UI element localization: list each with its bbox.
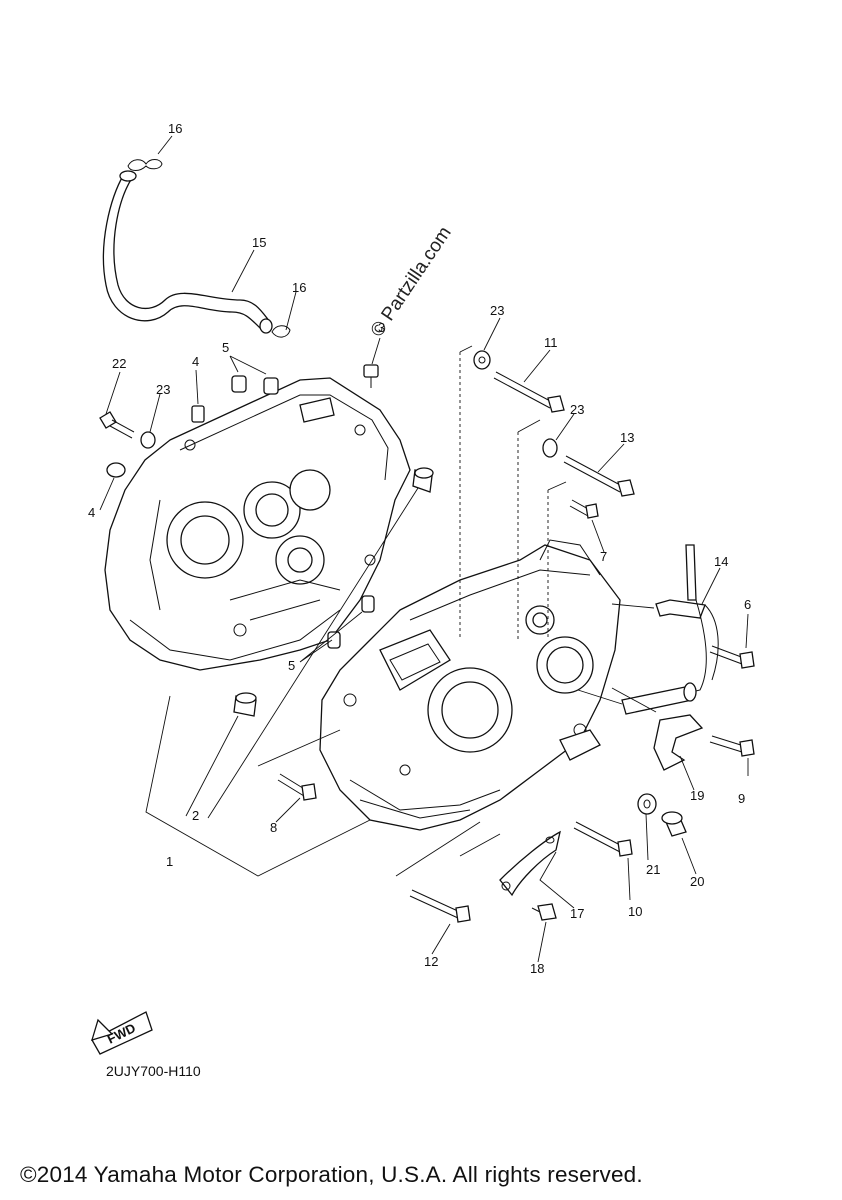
callout-2: 2 — [192, 808, 199, 823]
washer-23-top — [473, 350, 491, 370]
callout-15: 15 — [252, 235, 266, 250]
callout-3: 3 — [378, 320, 385, 335]
callout-11: 11 — [544, 335, 558, 350]
callout-10: 10 — [628, 904, 642, 919]
drain-bolt-20 — [661, 811, 687, 837]
callout-17: 17 — [570, 906, 584, 921]
callout-19: 19 — [690, 788, 704, 803]
dowel-pin-lower — [233, 692, 257, 717]
copyright-notice: ©2014 Yamaha Motor Corporation, U.S.A. A… — [20, 1162, 643, 1187]
plug-4-top — [191, 405, 205, 423]
dowels-set-5-top — [231, 375, 279, 395]
diagram-code: 2UJY700-H110 — [106, 1063, 201, 1079]
dowel-pin-upper — [412, 467, 434, 493]
breather-hose — [102, 170, 273, 334]
right-crankcase — [319, 539, 621, 831]
bolt-9 — [709, 735, 755, 757]
bracket-17 — [499, 830, 561, 897]
callout-14: 14 — [714, 554, 728, 569]
callout-18: 18 — [530, 961, 544, 976]
bracket-19 — [621, 682, 704, 771]
bolt-11 — [493, 371, 565, 413]
callout-7: 7 — [600, 549, 607, 564]
fwd-arrow-icon: FWD — [91, 1011, 153, 1055]
callout-6: 6 — [744, 597, 751, 612]
callout-20: 20 — [690, 874, 704, 889]
bolt-6 — [709, 645, 755, 669]
plug-4-left — [106, 462, 126, 478]
bolt-13 — [563, 455, 635, 497]
callout-16-top: 16 — [168, 121, 182, 136]
bolt-22 — [99, 411, 135, 439]
callout-23-mid: 23 — [570, 402, 584, 417]
callout-numbers: 16 15 16 3 23 11 5 4 22 23 23 13 4 7 14 … — [88, 121, 751, 976]
dowels-set-5-mid — [327, 595, 375, 649]
callout-23-left: 23 — [156, 382, 170, 397]
leader-lines — [99, 135, 749, 963]
washer-23-left — [140, 431, 156, 449]
hose-clamp-14 — [639, 544, 719, 706]
bolt-8 — [277, 773, 317, 801]
callout-9: 9 — [738, 791, 745, 806]
bolt-7 — [569, 499, 599, 519]
bolt-3 — [363, 364, 379, 388]
hose-clip-bottom — [271, 325, 291, 338]
callout-21: 21 — [646, 862, 660, 877]
washer-21 — [637, 793, 657, 815]
washer-23-mid — [542, 438, 558, 458]
callout-16-bottom: 16 — [292, 280, 306, 295]
callout-1: 1 — [166, 854, 173, 869]
left-crankcase — [104, 377, 411, 671]
callout-23-top: 23 — [490, 303, 504, 318]
callout-4-left: 4 — [88, 505, 95, 520]
bolt-10 — [573, 821, 633, 857]
callout-4-top: 4 — [192, 354, 199, 369]
callout-12: 12 — [424, 954, 438, 969]
callout-13: 13 — [620, 430, 634, 445]
callout-5-mid: 5 — [288, 658, 295, 673]
bolt-18 — [531, 903, 557, 921]
bolt-12 — [409, 889, 471, 923]
callout-8: 8 — [270, 820, 277, 835]
hose-clip-top — [127, 159, 163, 171]
callout-5-top: 5 — [222, 340, 229, 355]
callout-22: 22 — [112, 356, 126, 371]
